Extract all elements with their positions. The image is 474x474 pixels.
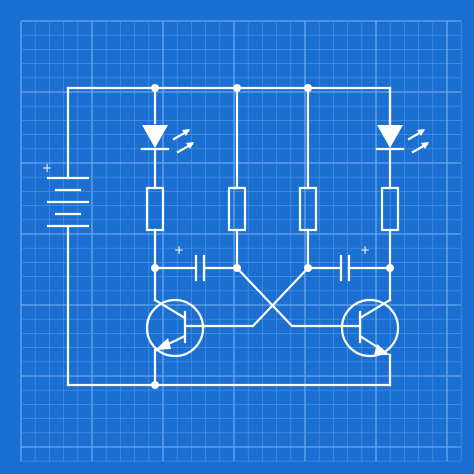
battery-plus-label: + <box>42 161 52 175</box>
cross-wire-b <box>203 266 310 328</box>
cross-wire-a <box>235 266 322 328</box>
capacitor-right: + <box>339 243 370 282</box>
wiring <box>66 86 392 387</box>
capacitor-left: + <box>174 243 206 282</box>
resistor-2 <box>227 186 247 232</box>
capacitor-left-plus-label: + <box>174 243 184 257</box>
led-left <box>140 125 194 154</box>
transistor-right <box>318 298 400 358</box>
capacitor-right-plus-label: + <box>360 243 370 257</box>
resistor-1 <box>145 186 165 232</box>
transistor-left <box>145 298 207 358</box>
resistor-3 <box>298 186 318 232</box>
led-right-light-icon <box>407 129 429 154</box>
junction-nodes <box>151 84 394 389</box>
led-left-light-icon <box>172 129 194 154</box>
led-right <box>375 125 429 154</box>
battery: + <box>42 161 90 228</box>
resistor-4 <box>380 186 400 232</box>
